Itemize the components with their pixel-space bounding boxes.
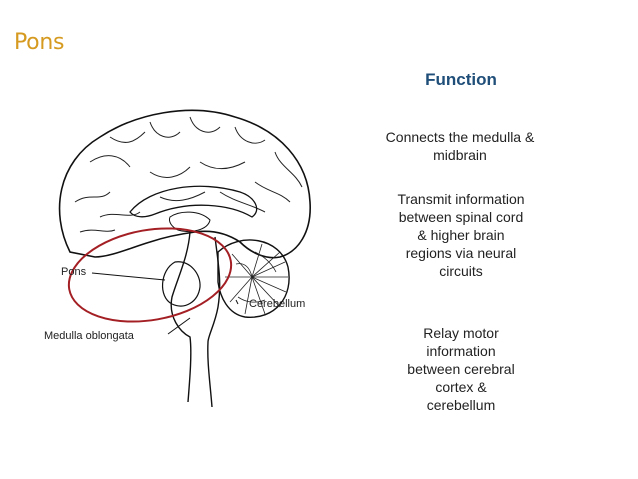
- thalamus: [169, 211, 211, 233]
- brain-diagram: Pons Cerebellum Medulla oblongata: [40, 92, 330, 422]
- pons-leader-line: [91, 272, 166, 281]
- function-3-line-3: between cerebral: [407, 361, 515, 377]
- slide-title: Pons: [14, 30, 65, 55]
- function-2-line-3: & higher brain: [417, 227, 505, 243]
- medulla-label: Medulla oblongata: [44, 330, 135, 342]
- medulla-leader-line: [167, 317, 191, 335]
- cerebellum-structure: [217, 239, 290, 318]
- function-item-3: Relay motor information between cerebral…: [366, 324, 556, 414]
- function-item-1: Connects the medulla & midbrain: [360, 128, 560, 164]
- pons-structure: [162, 261, 201, 307]
- function-1-line-2: midbrain: [433, 147, 487, 163]
- cerebellum-label: Cerebellum: [249, 298, 305, 310]
- pons-highlight-circle: [67, 227, 233, 323]
- pons-label: Pons: [61, 266, 87, 278]
- function-3-line-2: information: [426, 343, 496, 359]
- function-3-line-5: cerebellum: [426, 397, 496, 413]
- cerebellum-leader-line: [235, 299, 239, 305]
- gyri-lines: [74, 116, 303, 233]
- function-1-line-1: Connects the medulla &: [385, 129, 535, 145]
- function-item-2: Transmit information between spinal cord…: [366, 190, 556, 280]
- brainstem: [170, 231, 221, 408]
- corpus-callosum: [129, 185, 258, 218]
- function-2-line-4: regions via neural: [405, 245, 517, 261]
- brain-sagittal-illustration: Pons Cerebellum Medulla oblongata: [44, 109, 311, 408]
- function-2-line-5: circuits: [439, 263, 483, 279]
- function-3-line-1: Relay motor: [423, 325, 499, 341]
- function-2-line-2: between spinal cord: [398, 209, 524, 225]
- cerebrum-outline: [58, 109, 311, 259]
- function-heading: Function: [425, 70, 497, 89]
- function-2-line-1: Transmit information: [397, 191, 525, 207]
- function-3-line-4: cortex &: [435, 379, 487, 395]
